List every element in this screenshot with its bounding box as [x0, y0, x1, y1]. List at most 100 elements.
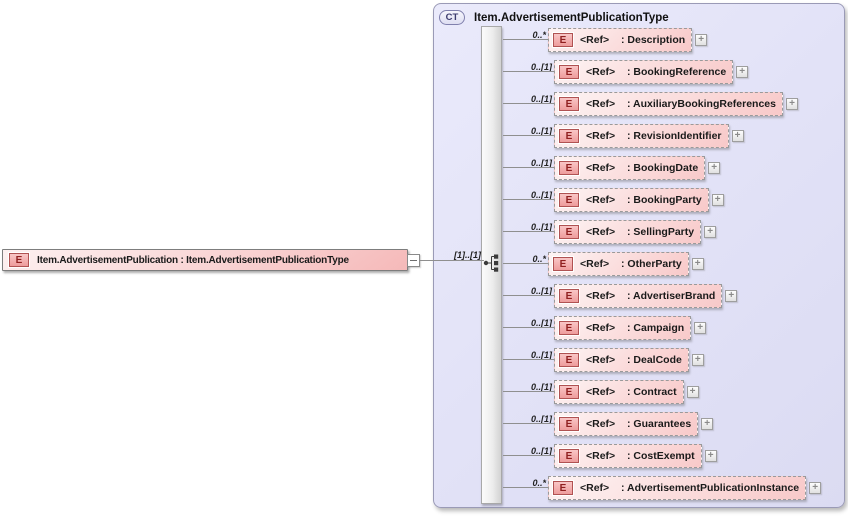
child-element-row: 0..[1] E <Ref> : SellingParty + — [503, 220, 717, 244]
cardinality-label: 0..[1] — [530, 286, 552, 296]
expand-button[interactable]: + — [694, 322, 707, 334]
child-element-box[interactable]: E <Ref> : AdvertiserBrand — [554, 284, 723, 308]
element-name-label: : AuxiliaryBookingReferences — [627, 98, 776, 110]
child-element-row: 0..[1] E <Ref> : BookingDate + — [503, 156, 721, 180]
child-element-row: 0..[1] E <Ref> : Guarantees + — [503, 412, 714, 436]
element-name-label: : Description — [621, 34, 686, 46]
child-element-box[interactable]: E <Ref> : RevisionIdentifier — [554, 124, 729, 148]
element-ref-label: <Ref> — [586, 450, 616, 462]
element-icon: E — [559, 65, 579, 79]
expand-button[interactable]: + — [701, 418, 714, 430]
expand-button[interactable]: + — [736, 66, 749, 78]
cardinality-label: 0..* — [532, 30, 546, 40]
expand-button[interactable]: + — [704, 226, 717, 238]
sequence-compositor-icon[interactable] — [483, 253, 505, 273]
connector-line: 0..[1] — [503, 348, 554, 372]
expand-button[interactable]: + — [691, 354, 704, 366]
global-element-label: Item.AdvertisementPublication : Item.Adv… — [37, 254, 349, 266]
expand-button[interactable]: + — [711, 194, 724, 206]
child-element-box[interactable]: E <Ref> : BookingDate — [554, 156, 706, 180]
cardinality-label: 0..[1] — [530, 446, 552, 456]
child-element-row: 0..[1] E <Ref> : Campaign + — [503, 316, 707, 340]
element-icon: E — [559, 385, 579, 399]
child-element-row: 0..* E <Ref> : OtherParty + — [503, 252, 704, 276]
element-name-label: : Contract — [627, 386, 677, 398]
child-element-box[interactable]: E <Ref> : BookingParty — [554, 188, 709, 212]
child-element-box[interactable]: E <Ref> : AdvertisementPublicationInstan… — [548, 476, 807, 500]
cardinality-label: 0..[1] — [530, 318, 552, 328]
expand-button[interactable]: + — [695, 34, 708, 46]
element-name-label: : CostExempt — [627, 450, 695, 462]
complex-type-title: Item.AdvertisementPublicationType — [474, 11, 669, 24]
element-icon: E — [559, 289, 579, 303]
element-ref-label: <Ref> — [586, 162, 616, 174]
child-element-box[interactable]: E <Ref> : Description — [548, 28, 693, 52]
expand-button[interactable]: + — [686, 386, 699, 398]
element-ref-label: <Ref> — [586, 386, 616, 398]
cardinality-label: 0..[1] — [530, 94, 552, 104]
child-element-box[interactable]: E <Ref> : OtherParty — [548, 252, 689, 276]
child-element-box[interactable]: E <Ref> : SellingParty — [554, 220, 702, 244]
connector-line — [420, 260, 484, 261]
child-element-box[interactable]: E <Ref> : Campaign — [554, 316, 692, 340]
element-name-label: : AdvertisementPublicationInstance — [621, 482, 800, 494]
element-ref-label: <Ref> — [586, 194, 616, 206]
element-icon: E — [559, 449, 579, 463]
element-icon: E — [559, 321, 579, 335]
child-element-row: 0..[1] E <Ref> : CostExempt + — [503, 444, 717, 468]
connector-line: 0..* — [503, 252, 548, 276]
expand-button[interactable]: + — [708, 162, 721, 174]
child-element-box[interactable]: E <Ref> : CostExempt — [554, 444, 702, 468]
element-name-label: : OtherParty — [621, 258, 682, 270]
child-element-box[interactable]: E <Ref> : Contract — [554, 380, 684, 404]
connector-line: 0..[1] — [503, 156, 554, 180]
child-element-row: 0..[1] E <Ref> : DealCode + — [503, 348, 704, 372]
element-icon: E — [559, 97, 579, 111]
cardinality-label: 0..[1] — [530, 222, 552, 232]
expand-button[interactable]: + — [691, 258, 704, 270]
element-ref-label: <Ref> — [586, 130, 616, 142]
complex-type-container: CT Item.AdvertisementPublicationType 0..… — [433, 3, 845, 508]
connector-line: 0..[1] — [503, 220, 554, 244]
element-icon: E — [559, 193, 579, 207]
element-name-label: : Campaign — [627, 322, 685, 334]
cardinality-label: 0..* — [532, 254, 546, 264]
child-element-row: 0..* E <Ref> : Description + — [503, 28, 708, 52]
element-name-label: : Guarantees — [627, 418, 692, 430]
expand-button[interactable]: + — [786, 98, 798, 110]
expand-button[interactable]: + — [704, 450, 717, 462]
child-element-row: 0..[1] E <Ref> : RevisionIdentifier + — [503, 124, 744, 148]
child-element-row: 0..[1] E <Ref> : AuxiliaryBookingReferen… — [503, 92, 798, 116]
child-element-box[interactable]: E <Ref> : BookingReference — [554, 60, 734, 84]
collapse-toggle[interactable] — [407, 254, 420, 267]
element-icon: E — [559, 225, 579, 239]
cardinality-label: 0..[1] — [530, 414, 552, 424]
child-element-box[interactable]: E <Ref> : Guarantees — [554, 412, 699, 436]
connector-line: 0..[1] — [503, 92, 554, 116]
expand-button[interactable]: + — [725, 290, 738, 302]
connector-line: 0..[1] — [503, 444, 554, 468]
child-element-row: 0..[1] E <Ref> : BookingParty + — [503, 188, 724, 212]
complex-type-header: CT Item.AdvertisementPublicationType — [439, 10, 669, 25]
element-name-label: : RevisionIdentifier — [627, 130, 722, 142]
cardinality-label: 0..[1] — [530, 158, 552, 168]
cardinality-label: 0..[1] — [530, 190, 552, 200]
child-element-box[interactable]: E <Ref> : AuxiliaryBookingReferences — [554, 92, 783, 116]
element-ref-label: <Ref> — [586, 98, 616, 110]
element-ref-label: <Ref> — [586, 66, 616, 78]
child-element-box[interactable]: E <Ref> : DealCode — [554, 348, 689, 372]
element-name-label: : DealCode — [627, 354, 682, 366]
element-icon: E — [559, 353, 579, 367]
expand-button[interactable]: + — [731, 130, 744, 142]
element-ref-label: <Ref> — [586, 354, 616, 366]
cardinality-label: 0..* — [532, 478, 546, 488]
element-ref-label: <Ref> — [586, 322, 616, 334]
minus-icon — [410, 260, 417, 261]
element-icon: E — [553, 481, 573, 495]
global-element-box[interactable]: E Item.AdvertisementPublication : Item.A… — [2, 249, 408, 271]
element-icon: E — [559, 417, 579, 431]
element-icon: E — [559, 129, 579, 143]
connector-line: 0..[1] — [503, 188, 554, 212]
expand-button[interactable]: + — [809, 482, 822, 494]
